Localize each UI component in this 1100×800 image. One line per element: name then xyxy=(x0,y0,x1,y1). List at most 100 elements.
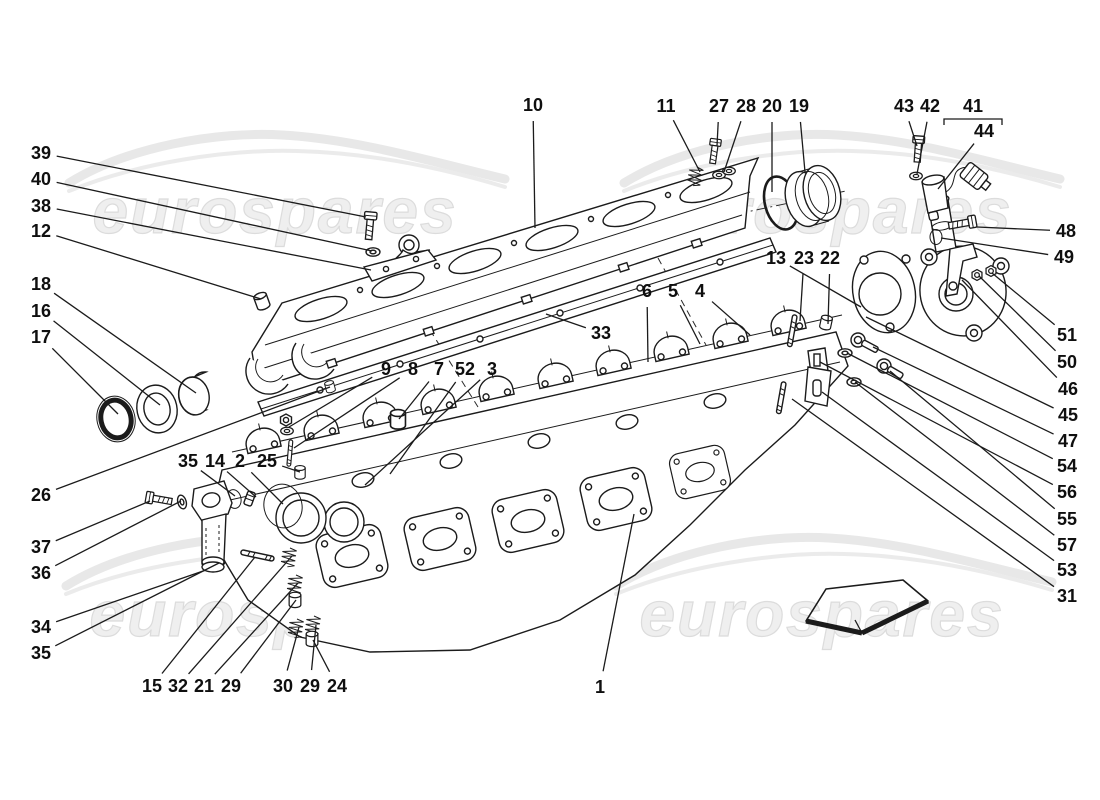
part-label-19: 19 xyxy=(789,96,809,116)
watermark-3: eurospares xyxy=(616,537,1052,651)
temperature-sensor xyxy=(921,162,992,222)
leader-line-27 xyxy=(716,121,719,147)
part-label-29b: 29 xyxy=(300,676,320,696)
leader-line-12 xyxy=(56,235,262,300)
part-label-52: 52 xyxy=(455,359,475,379)
part-label-34: 34 xyxy=(31,617,51,637)
leader-line-32 xyxy=(188,555,293,675)
part-label-45: 45 xyxy=(1058,405,1078,425)
part-label-27: 27 xyxy=(709,96,729,116)
part-label-24: 24 xyxy=(327,676,347,696)
leader-line-35b xyxy=(54,562,220,647)
part-label-55: 55 xyxy=(1057,509,1077,529)
part-label-9: 9 xyxy=(381,359,391,379)
breather-pipe-assembly xyxy=(144,480,233,573)
part-label-6: 6 xyxy=(642,281,652,301)
part-label-39: 39 xyxy=(31,143,51,163)
part-label-30: 30 xyxy=(273,676,293,696)
leader-line-24 xyxy=(312,639,331,673)
part-label-26: 26 xyxy=(31,485,51,505)
part-label-8: 8 xyxy=(408,359,418,379)
leader-line-1 xyxy=(602,513,635,672)
cam-cover-drawing xyxy=(245,156,760,395)
part-label-23: 23 xyxy=(794,248,814,268)
bolt-47 xyxy=(850,332,879,353)
part-label-53: 53 xyxy=(1057,560,1077,580)
part-label-32: 32 xyxy=(168,676,188,696)
bracket-41 xyxy=(943,118,1003,125)
left-seal-rings xyxy=(96,371,210,443)
part-label-13: 13 xyxy=(766,248,786,268)
part-label-7: 7 xyxy=(434,359,444,379)
leader-line-17 xyxy=(51,347,119,415)
part-label-20: 20 xyxy=(762,96,782,116)
part-label-42: 42 xyxy=(920,96,940,116)
part-label-15: 15 xyxy=(142,676,162,696)
leader-line-15 xyxy=(161,556,256,674)
leader-line-18 xyxy=(53,292,197,394)
leader-line-49 xyxy=(940,237,1049,256)
part-label-54: 54 xyxy=(1057,456,1077,476)
tappet-wells xyxy=(351,393,727,488)
part-label-2: 2 xyxy=(235,451,245,471)
leader-line-54 xyxy=(846,352,1054,460)
part-label-14: 14 xyxy=(205,451,225,471)
part-label-28: 28 xyxy=(736,96,756,116)
part-label-3: 3 xyxy=(487,359,497,379)
part-label-35a: 35 xyxy=(178,451,198,471)
leader-line-9 xyxy=(288,376,373,428)
leader-line-44 xyxy=(937,143,975,190)
leader-line-14 xyxy=(226,471,257,498)
part-label-21: 21 xyxy=(194,676,214,696)
leader-line-33 xyxy=(545,313,587,329)
part-label-51: 51 xyxy=(1057,325,1077,345)
leader-line-42 xyxy=(916,121,928,175)
leader-line-10 xyxy=(532,120,536,229)
leader-line-56 xyxy=(819,361,1054,486)
part-label-57: 57 xyxy=(1057,535,1077,555)
part-label-1: 1 xyxy=(595,677,605,697)
leader-line-45 xyxy=(865,316,1054,409)
leader-line-22 xyxy=(827,273,831,325)
housing-gasket xyxy=(851,250,917,334)
leader-line-38 xyxy=(56,208,372,271)
leader-line-37 xyxy=(55,500,151,542)
leader-line-13 xyxy=(789,265,862,308)
leader-line-28 xyxy=(723,120,742,173)
leader-line-35a xyxy=(200,470,236,497)
leader-line-8 xyxy=(293,377,401,449)
leader-line-6 xyxy=(646,306,649,363)
cover-end-fittings xyxy=(685,137,842,231)
part-label-50: 50 xyxy=(1057,352,1077,372)
front-cam-bores xyxy=(275,492,365,544)
part-label-48: 48 xyxy=(1056,221,1076,241)
leader-line-3 xyxy=(364,379,481,486)
part-label-18: 18 xyxy=(31,274,51,294)
part-label-11: 11 xyxy=(656,96,675,116)
part-label-4: 4 xyxy=(695,281,705,301)
leader-line-5 xyxy=(679,304,701,345)
part-label-43: 43 xyxy=(894,96,914,116)
oil-fitting xyxy=(243,490,256,507)
right-bracket-cluster xyxy=(775,313,904,415)
sensor-connector xyxy=(959,162,992,192)
part-label-31: 31 xyxy=(1057,586,1077,606)
leader-line-36 xyxy=(54,500,182,567)
part-label-47: 47 xyxy=(1058,431,1078,451)
part-label-37: 37 xyxy=(31,537,51,557)
leader-line-47 xyxy=(872,346,1054,435)
part-label-40: 40 xyxy=(31,169,51,189)
leader-line-31 xyxy=(791,398,1055,588)
inlet-sleeve xyxy=(784,164,842,228)
leader-line-48 xyxy=(976,226,1051,231)
leader-line-23 xyxy=(799,273,804,322)
leader-line-50 xyxy=(978,275,1057,352)
leader-line-51 xyxy=(991,272,1056,326)
part-label-36: 36 xyxy=(31,563,51,583)
part-label-44: 44 xyxy=(974,121,994,141)
leader-line-16 xyxy=(53,320,161,406)
leader-line-43 xyxy=(908,121,918,147)
leader-line-19 xyxy=(799,121,806,173)
part-label-38: 38 xyxy=(31,196,51,216)
